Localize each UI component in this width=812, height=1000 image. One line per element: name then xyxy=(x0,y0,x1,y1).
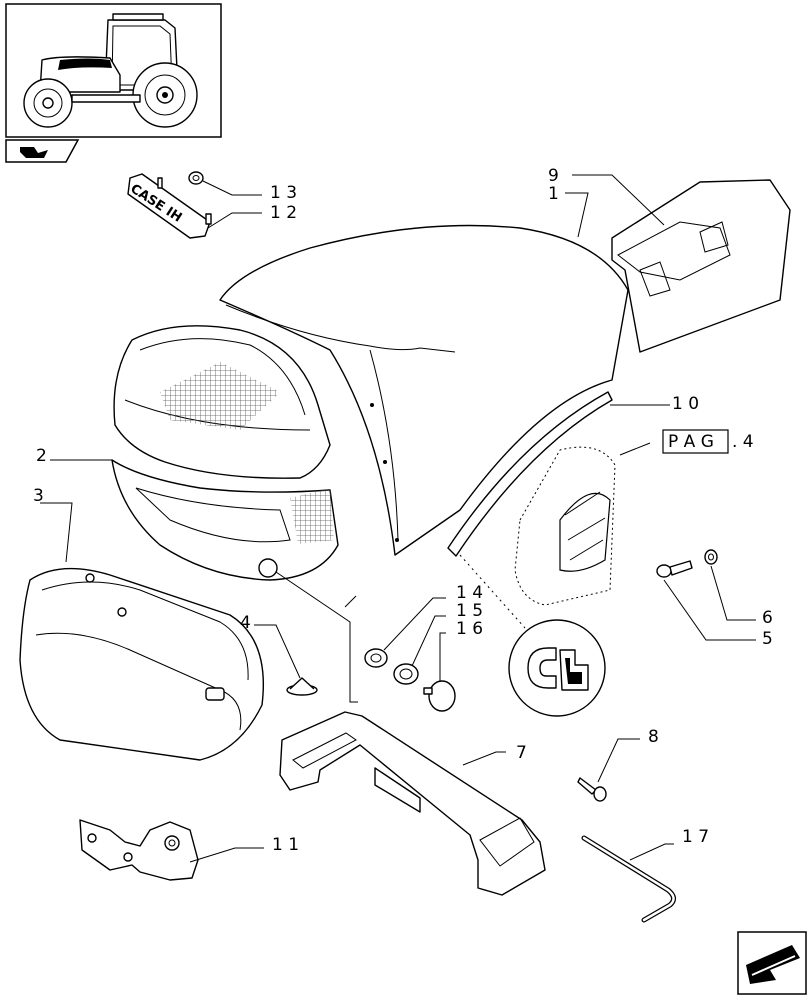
callout-4: 4 xyxy=(240,613,251,633)
callout-10: 1 0 xyxy=(672,394,699,414)
callout-17: 1 7 xyxy=(682,827,709,847)
part-10-seal-strip xyxy=(447,391,613,557)
part-13-nut xyxy=(188,171,204,185)
page-reference-prefix: P A G xyxy=(668,432,714,452)
part-1-hood xyxy=(219,224,629,556)
callout-15: 1 5 xyxy=(456,601,483,621)
part-9-rear-panel xyxy=(611,179,791,353)
part-5-bolt xyxy=(656,560,693,578)
next-page-arrow-icon[interactable] xyxy=(737,931,807,995)
callout-14: 1 4 xyxy=(456,583,483,603)
part-8-screw xyxy=(577,777,607,802)
part-16-push-pin xyxy=(423,680,456,712)
callout-13: 1 3 xyxy=(270,183,297,203)
callout-9: 9 xyxy=(548,166,559,186)
part-6-washer xyxy=(704,549,718,565)
seal-profile-detail-icon xyxy=(508,619,606,717)
callout-16: 1 6 xyxy=(456,619,483,639)
section-tab-icon[interactable] xyxy=(5,139,80,163)
callout-3: 3 xyxy=(33,486,44,506)
callout-8: 8 xyxy=(648,727,659,747)
part-17-hex-key xyxy=(581,835,676,923)
callout-6: 6 xyxy=(762,608,773,628)
tractor-thumbnail-icon[interactable] xyxy=(5,3,222,138)
part-2-front-grille xyxy=(111,325,339,581)
callout-1: 1 xyxy=(548,184,559,204)
callout-11: 1 1 xyxy=(272,835,299,855)
page-reference-number: . 4 xyxy=(732,432,754,452)
callout-7: 7 xyxy=(516,743,527,763)
callout-2: 2 xyxy=(36,446,47,466)
part-15-washer xyxy=(393,663,419,685)
part-11-bracket xyxy=(79,819,199,881)
part-7-support xyxy=(279,711,546,896)
page-reference[interactable]: P A G . 4 xyxy=(662,429,754,454)
part-3-bumper xyxy=(19,567,265,761)
side-panel-reference xyxy=(514,446,616,606)
part-4-clip xyxy=(286,677,318,696)
callout-12: 1 2 xyxy=(270,203,297,223)
part-14-grommet xyxy=(364,648,388,668)
callout-5: 5 xyxy=(762,629,773,649)
